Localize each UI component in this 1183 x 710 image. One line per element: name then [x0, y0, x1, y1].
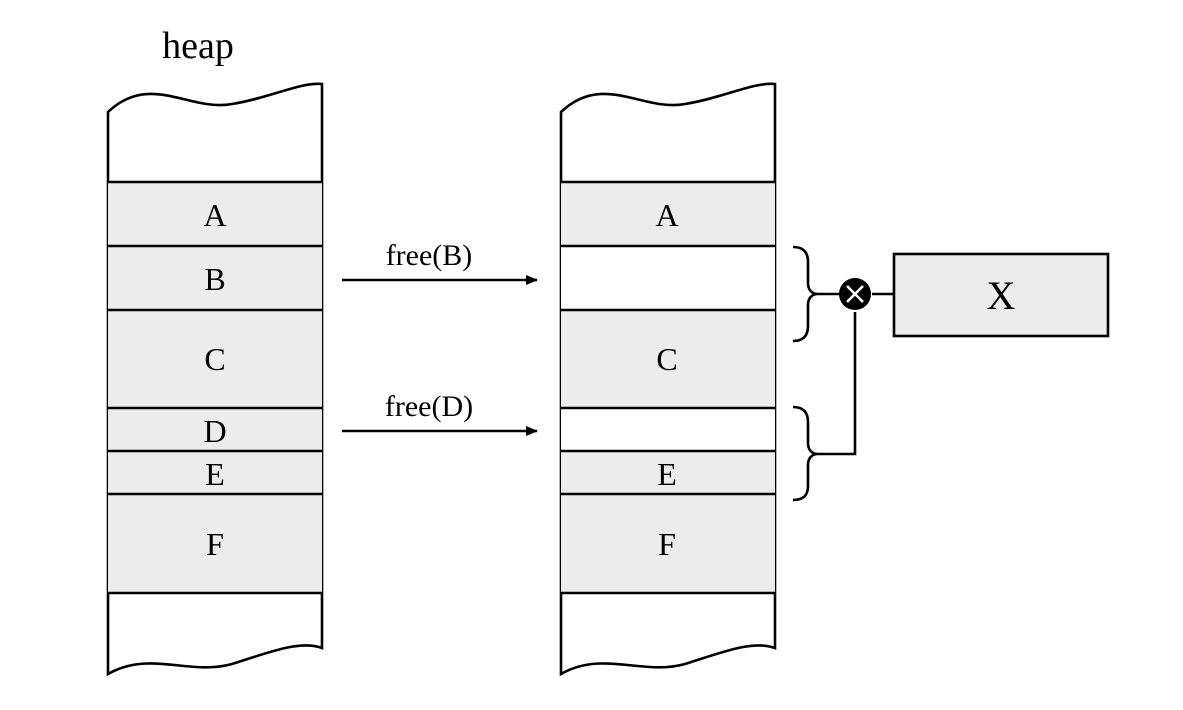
- after-block-a: [561, 182, 775, 246]
- after-block-e-label: E: [657, 456, 677, 492]
- result-label: X: [987, 273, 1016, 318]
- block-f: [108, 494, 322, 593]
- heap-before-dividers: [108, 180, 322, 595]
- free-d-label: free(D): [385, 390, 473, 423]
- block-a-label: A: [203, 197, 226, 233]
- block-e: [108, 451, 322, 494]
- after-block-c-label: C: [656, 341, 677, 377]
- connector-bottom: [818, 312, 857, 456]
- block-c: [108, 310, 322, 408]
- heap-after: A C E F: [559, 82, 777, 677]
- after-free-block-b: [561, 246, 775, 310]
- braces: [792, 245, 819, 502]
- after-block-a-label: A: [655, 197, 678, 233]
- heap-after-labels: A C E F: [655, 197, 678, 562]
- block-d: [108, 408, 322, 451]
- after-free-block-d: [561, 408, 775, 451]
- block-f-label: F: [206, 526, 224, 562]
- heap-before-labels: A B C D E F: [203, 197, 226, 562]
- heap-after-dividers: [561, 180, 775, 595]
- brace-free-d: [792, 405, 819, 502]
- block-e-label: E: [205, 456, 225, 492]
- after-block-f-label: F: [658, 526, 676, 562]
- heap-before-blocks: [108, 182, 322, 593]
- heap-after-blocks: [561, 182, 775, 593]
- combine-cross-2: [846, 285, 864, 303]
- after-block-e: [561, 451, 775, 494]
- block-b: [108, 246, 322, 310]
- combine-symbol: [839, 278, 871, 310]
- heap-title: heap: [162, 25, 234, 67]
- result-block: X: [892, 252, 1110, 338]
- block-b-label: B: [204, 261, 225, 297]
- after-block-c: [561, 310, 775, 408]
- brace-free-b: [792, 245, 819, 343]
- connectors: [818, 292, 894, 456]
- block-a: [108, 182, 322, 246]
- block-d-label: D: [203, 413, 226, 449]
- heap-before: A B C D E F: [106, 82, 324, 677]
- free-b-label: free(B): [386, 239, 473, 272]
- result-box: [892, 252, 1110, 338]
- block-c-label: C: [204, 341, 225, 377]
- operations: free(B) free(D): [342, 239, 538, 436]
- after-block-f: [561, 494, 775, 593]
